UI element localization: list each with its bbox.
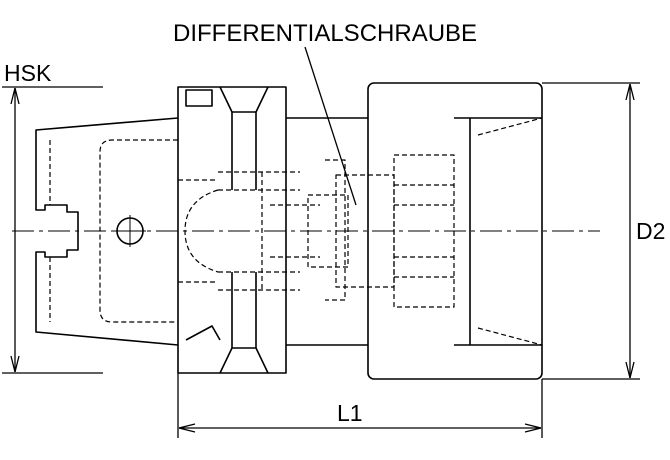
- flange-body: [177, 86, 287, 374]
- d2-dimension-line: [625, 83, 635, 379]
- l1-extension-lines: [177, 373, 543, 438]
- neck: [286, 117, 368, 346]
- hsk-shank: [35, 117, 179, 346]
- differential-screw: [307, 154, 455, 308]
- l1-label: L1: [337, 400, 363, 426]
- hsk-extension-lines: [2, 86, 103, 374]
- d2-label: D2: [636, 218, 666, 244]
- part-name-leader: [304, 46, 357, 206]
- l1-dimension-line: [178, 423, 542, 433]
- hsk-label: HSK: [4, 60, 52, 86]
- part-name-label: DIFFERENTIALSCHRAUBE: [173, 20, 478, 47]
- d2-extension-lines: [542, 82, 640, 380]
- coolant-bore: [184, 171, 320, 291]
- collet-nut: [367, 82, 543, 380]
- hsk-dimension-line: [10, 87, 20, 373]
